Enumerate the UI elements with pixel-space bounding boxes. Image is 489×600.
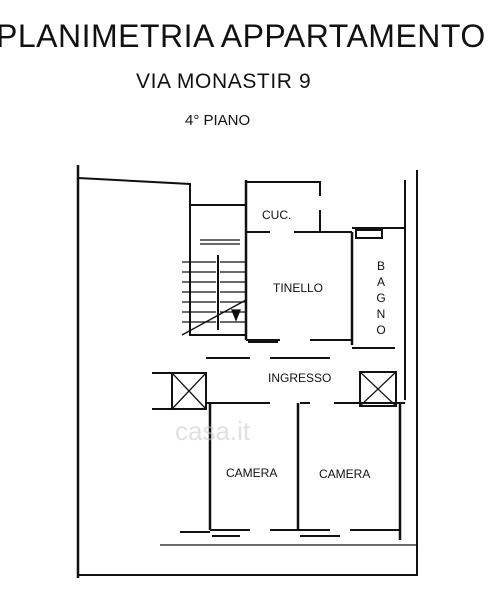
closet-right xyxy=(359,371,397,407)
room-label-bedroom-left: CAMERA xyxy=(226,466,277,480)
floor-label: 4° PIANO xyxy=(185,112,251,129)
room-label-dining: TINELLO xyxy=(273,281,323,295)
address-label: VIA MONASTIR 9 xyxy=(136,70,312,93)
staircase xyxy=(181,204,247,336)
room-label-kitchen: CUC. xyxy=(262,208,291,222)
room-label-bedroom-right: CAMERA xyxy=(319,467,370,481)
outer-wall-top-left xyxy=(77,177,191,208)
wall-closet-left-ext xyxy=(152,372,172,410)
watermark-text: casa.it xyxy=(175,416,251,446)
bathroom-fixture xyxy=(355,229,383,239)
wall-kitchen-roof xyxy=(246,181,321,196)
wall-bedrooms-bottom xyxy=(180,529,400,533)
closet-left xyxy=(171,372,207,410)
room-label-entrance: INGRESSO xyxy=(268,371,331,385)
plan-title-text: PLANIMETRIA APPARTAMENTO xyxy=(0,18,486,54)
